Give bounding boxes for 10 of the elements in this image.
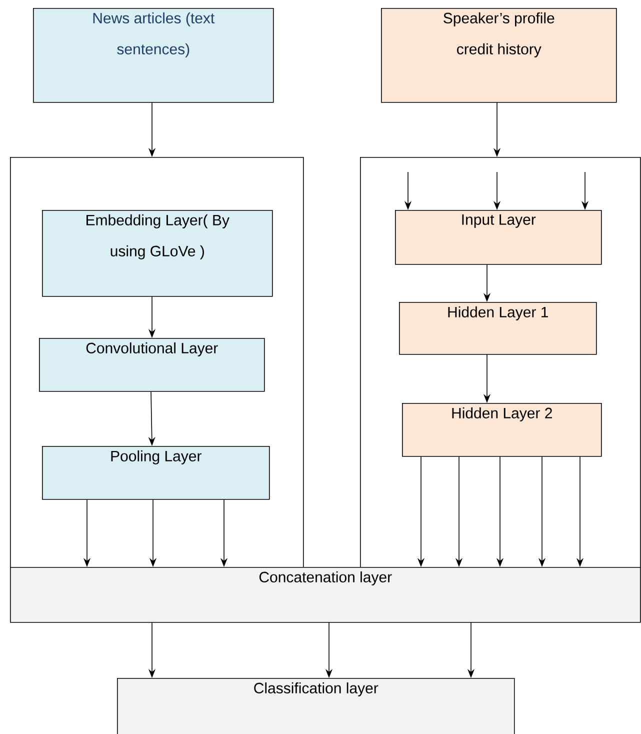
- layer-box: Convolutional Layer: [39, 338, 265, 392]
- layer-box: Pooling Layer: [42, 446, 270, 500]
- layer-box: News articles (text sentences): [33, 8, 274, 103]
- layer-box: Classification layer: [117, 678, 515, 734]
- layer-box: Hidden Layer 1: [399, 302, 597, 355]
- layer-box: Input Layer: [395, 210, 602, 265]
- layer-box: Speaker’s profile credit history: [381, 8, 617, 103]
- layer-box: Concatenation layer: [10, 567, 641, 623]
- layer-box: Hidden Layer 2: [402, 403, 602, 457]
- layer-box: Embedding Layer( By using GLoVe ): [42, 210, 273, 297]
